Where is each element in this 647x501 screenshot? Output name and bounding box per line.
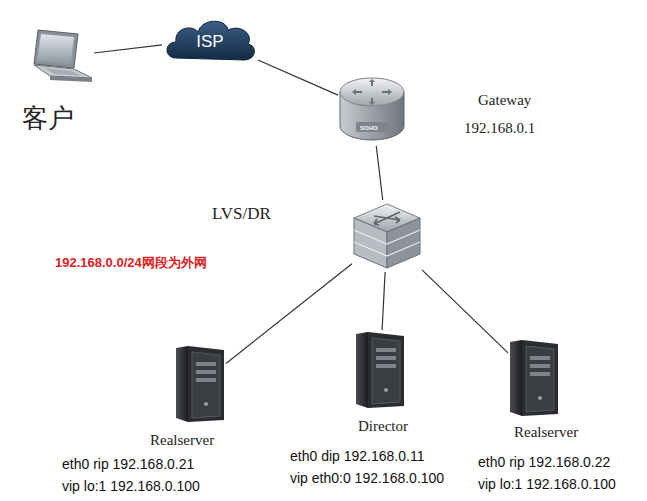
client-laptop: 客户 [28,28,94,86]
node-label: Realserver [514,424,578,441]
network-link [94,45,162,53]
isp-cloud: ISP [162,14,258,64]
node-label: LVS/DR [212,204,271,224]
address-line: eth0 rip 192.168.0.21 [62,456,194,472]
server-icon [508,338,560,418]
address-line: 192.168.0.1 [464,120,535,137]
address-line: eth0 dip 192.168.0.11 [290,448,424,464]
server-icon [354,330,406,410]
node-label: ISP [196,32,223,52]
device-brand: SOHO [360,125,378,131]
address-line: vip lo:1 192.168.0.100 [478,476,616,492]
network-link [226,264,352,364]
realserver: Realservereth0 rip 192.168.0.21vip lo:1 … [174,344,226,424]
gateway-router: Gateway192.168.0.1 [338,74,406,146]
address-line: vip lo:1 192.168.0.100 [62,478,200,494]
address-line: eth0 rip 192.168.0.22 [478,454,610,470]
network-link [258,60,338,95]
network-link [422,270,508,353]
node-label: Realserver [150,432,214,449]
network-link [376,146,382,200]
laptop-icon [28,28,94,86]
node-label: 客户 [22,104,74,134]
network-link [382,272,385,330]
lvs-switch: LVS/DR [352,200,422,272]
realserver: Realservereth0 rip 192.168.0.22vip lo:1 … [508,338,560,418]
director-server: Directoreth0 dip 192.168.0.11vip eth0:0 … [354,330,406,410]
network-note: 192.168.0.0/24网段为外网 [55,254,207,272]
address-line: vip eth0:0 192.168.0.100 [290,470,444,486]
router-icon [338,74,406,146]
node-label: Director [358,418,408,435]
switch-icon [352,200,422,272]
server-icon [174,344,226,424]
node-label: Gateway [478,92,531,109]
